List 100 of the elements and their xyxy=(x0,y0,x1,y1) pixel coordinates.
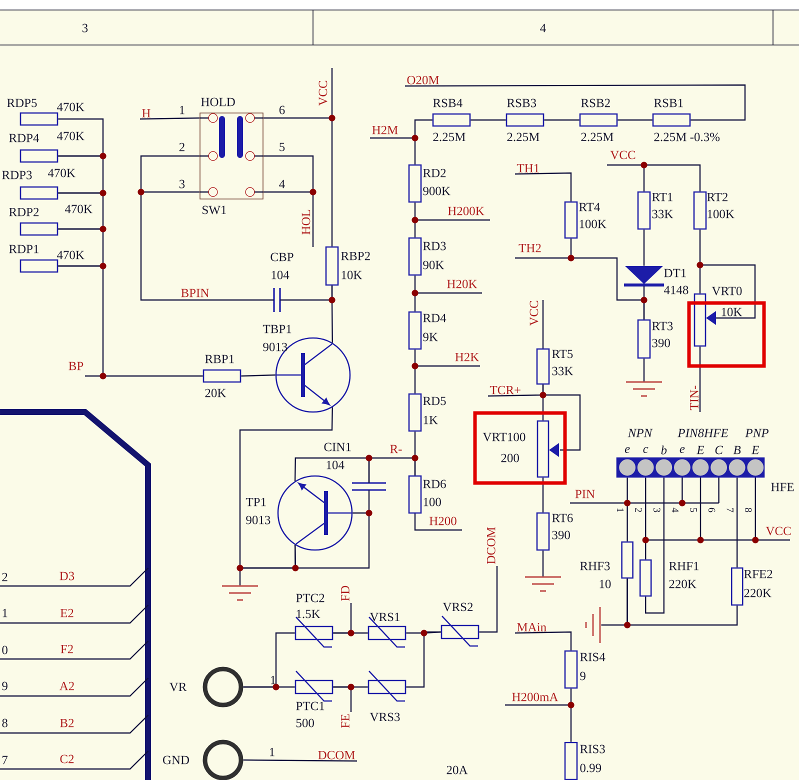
wire xyxy=(333,603,352,634)
net-label: TIN- xyxy=(690,386,698,410)
wire xyxy=(544,119,580,121)
pin-number: 5 xyxy=(280,142,285,152)
node-label: RSB3 xyxy=(507,98,536,108)
pin-number: 2 xyxy=(2,572,8,582)
pin-number: 3 xyxy=(179,180,185,188)
wire xyxy=(243,759,358,762)
node-label: RSB4 xyxy=(433,98,462,108)
ground-symbol xyxy=(625,381,663,397)
resistor: RDP3 470K xyxy=(2,168,76,200)
node-label: 100K xyxy=(580,220,606,228)
node-label: 10K xyxy=(342,270,362,280)
pin-number: 3 xyxy=(654,508,660,512)
node-label: 900K xyxy=(423,186,450,196)
net-label: VCC xyxy=(318,80,328,106)
wire xyxy=(618,119,652,121)
net-label: TH1 xyxy=(516,164,539,172)
node-label: 33K xyxy=(652,210,674,218)
node-label: RIS3 xyxy=(580,744,605,754)
wire xyxy=(414,432,416,476)
node-label: 1.5K xyxy=(296,610,320,618)
node-label: VR xyxy=(169,682,187,692)
node-label: RT2 xyxy=(707,192,728,202)
node-label: RIS4 xyxy=(580,652,606,662)
node-label: TBP1 xyxy=(262,324,292,334)
wire xyxy=(542,550,544,576)
pin-number: 1 xyxy=(270,676,276,684)
resistor: RSB2 2.25M xyxy=(579,98,618,142)
node-label: 10 xyxy=(600,580,611,588)
resistor: RT1 33K xyxy=(637,191,674,230)
node-label: 470K xyxy=(56,102,84,112)
wire xyxy=(643,358,645,382)
wire xyxy=(414,276,416,312)
net-label: H xyxy=(142,109,150,118)
wire xyxy=(414,119,432,164)
node-label: DT1 xyxy=(664,268,686,278)
text-label: HFE xyxy=(771,482,794,492)
node-label: 20K xyxy=(205,388,226,398)
transistor: TBP1 9013 xyxy=(262,324,351,413)
net-label: MAin xyxy=(517,623,546,632)
node-label: RT1 xyxy=(652,192,672,202)
diode: DT1 4148 xyxy=(624,266,688,294)
node-label: PTC2 xyxy=(296,594,324,602)
wire xyxy=(58,265,203,377)
switch: HOLD SW1 xyxy=(199,98,264,214)
node-label: 470K xyxy=(56,132,84,140)
wire xyxy=(243,632,295,688)
terminal: VR xyxy=(169,666,244,708)
thermistor: PTC1 500 xyxy=(294,670,334,728)
node-label: 33K xyxy=(552,366,574,376)
node-label: 200 xyxy=(501,454,519,462)
net-label: C2 xyxy=(58,754,76,764)
node-label: B xyxy=(733,446,741,454)
pin-number: 4 xyxy=(279,180,285,188)
resistor: RD4 9K xyxy=(408,311,446,350)
node-label: 100 xyxy=(424,498,441,506)
wire xyxy=(352,490,370,514)
wire xyxy=(414,350,416,394)
net-label: B2 xyxy=(58,718,76,728)
wire xyxy=(515,631,572,650)
wire xyxy=(699,230,701,294)
node-label: RT6 xyxy=(552,514,573,522)
node-label: PNP xyxy=(745,428,769,438)
node-label: RD5 xyxy=(423,396,446,406)
node-label: 2.25M -0.3% xyxy=(654,132,720,142)
wire xyxy=(488,384,544,397)
pin-number: 1 xyxy=(617,508,624,512)
node-label: VRS3 xyxy=(370,712,400,722)
resistor: RT3 390 xyxy=(637,319,673,359)
node-label: 0.99 xyxy=(580,764,602,772)
node-label: NPN xyxy=(628,428,653,438)
wire xyxy=(280,286,333,301)
resistor: RIS4 9 xyxy=(564,650,606,689)
net-label: H200mA xyxy=(512,692,558,702)
wire xyxy=(601,578,628,626)
wire xyxy=(626,478,628,542)
node-label: VRS2 xyxy=(442,602,473,612)
resistor: RBP2 10K xyxy=(325,246,370,286)
net-label: DCOM xyxy=(486,527,496,564)
node-label: RT5 xyxy=(552,350,573,358)
node-label: RD4 xyxy=(423,314,446,322)
pin-number: 7 xyxy=(726,508,734,512)
thermistor: VRS3 xyxy=(368,670,406,722)
net-label: HOL xyxy=(302,210,310,234)
node-label: 4148 xyxy=(664,286,688,294)
wire xyxy=(643,286,645,320)
grid-label: 3 xyxy=(82,24,88,32)
node-label: E xyxy=(751,446,760,454)
node-label: VRS1 xyxy=(370,612,400,622)
net-label: TCR+ xyxy=(490,386,520,394)
grid-label: 4 xyxy=(540,24,546,32)
wire xyxy=(542,478,544,512)
net-label: DCOM xyxy=(318,750,355,760)
resistor: RD5 1K xyxy=(408,393,446,432)
node-label: 390 xyxy=(552,530,570,540)
pin-number: 6 xyxy=(279,106,285,114)
node-label: 220K xyxy=(669,580,696,588)
node-label: 470K xyxy=(64,204,92,214)
resistor: RD3 90K xyxy=(408,237,446,276)
